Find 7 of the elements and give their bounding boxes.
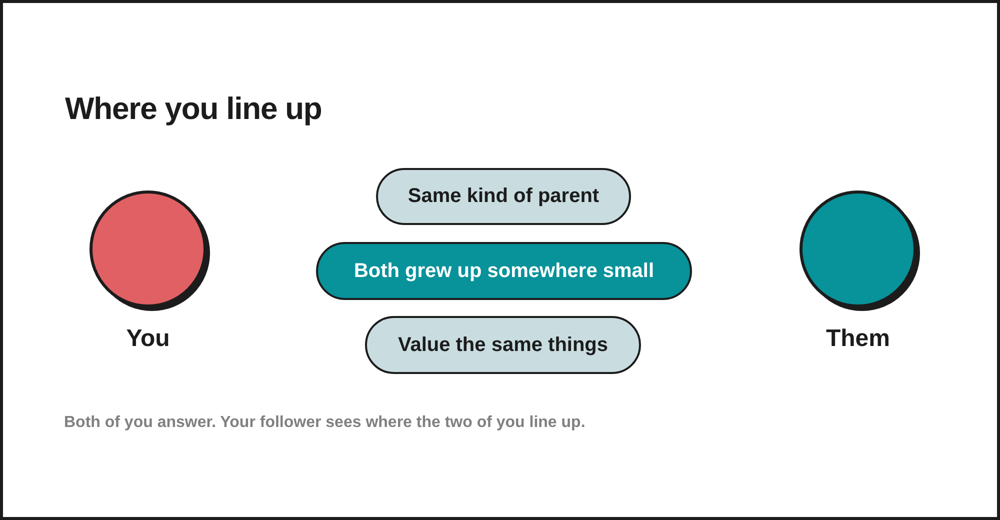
section-title: Where you line up (65, 90, 322, 128)
caption-text: Both of you answer. Your follower sees where the two of you line up. (64, 413, 586, 433)
trait-chip: Value the same things (365, 316, 641, 374)
person-label: Them (826, 325, 890, 353)
person-label: You (126, 325, 170, 353)
trait-chip: Same kind of parent (376, 168, 631, 225)
highlighted-trait-chip: Both grew up somewhere small (316, 242, 692, 300)
